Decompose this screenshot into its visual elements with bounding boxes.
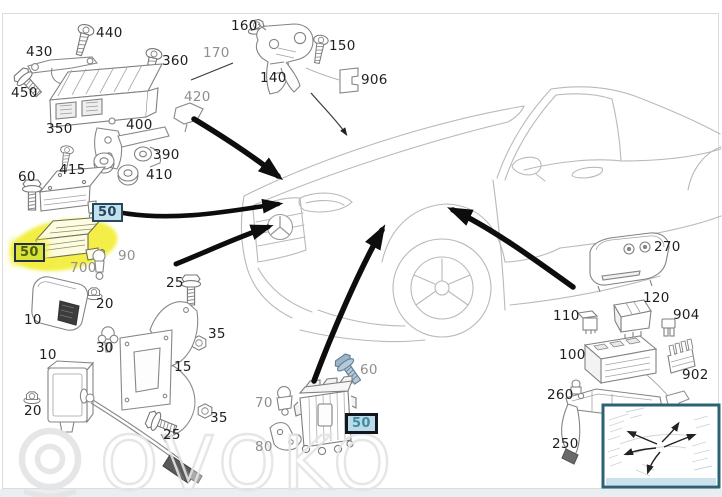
callout-arrow-3 <box>173 224 274 267</box>
callout-arrow-5 <box>447 207 576 290</box>
radar-sensor-icon <box>46 360 95 433</box>
cable-icon <box>85 393 203 484</box>
flange-nut-icon <box>85 287 103 301</box>
ovoko-watermark: OVOKO <box>18 420 397 497</box>
ecu-module-icon <box>48 63 163 128</box>
bracket-icon <box>269 422 302 451</box>
flange-nut-icon <box>23 391 41 405</box>
bolt-icon <box>21 179 43 211</box>
ecu-module-icon <box>38 166 107 220</box>
clip-icon <box>92 249 106 280</box>
screw-icon <box>57 144 75 172</box>
bracket-icon <box>255 23 314 95</box>
fuse-icon <box>661 318 676 337</box>
watermark-text: OVOKO <box>100 421 397 497</box>
fuse-strip-icon <box>667 338 696 374</box>
radar-sensor-icon <box>31 276 89 331</box>
leader-line-140 <box>310 92 348 136</box>
callout-arrow-4 <box>311 224 386 384</box>
leader-line-170 <box>190 62 234 81</box>
screw-icon <box>70 22 96 58</box>
blue-bolt-icon <box>334 353 362 385</box>
photo-bottom-edge <box>0 489 722 497</box>
bracket-icon <box>119 301 199 444</box>
wiring-connector-icon <box>305 67 359 94</box>
photo-border <box>2 13 719 489</box>
bolt-icon <box>180 274 202 306</box>
clip-icon <box>276 386 293 416</box>
ecu-module-icon <box>293 375 357 456</box>
callout-arrows <box>120 116 576 384</box>
callout-arrow-1 <box>191 116 284 181</box>
clip-icon <box>97 326 119 353</box>
car-front-outline <box>240 86 722 343</box>
leader-lines <box>190 62 348 136</box>
clip-icon <box>570 379 582 395</box>
fuse-box-icon <box>583 335 669 397</box>
fuse-box-lid-icon <box>589 232 670 293</box>
callout-arrow-2 <box>120 198 284 219</box>
inset-thumbnail <box>601 403 721 489</box>
relay-icon <box>576 310 599 334</box>
hex-nut-icon <box>197 403 213 419</box>
relay-icon <box>613 299 652 338</box>
rubber-mount-icon <box>93 146 153 186</box>
